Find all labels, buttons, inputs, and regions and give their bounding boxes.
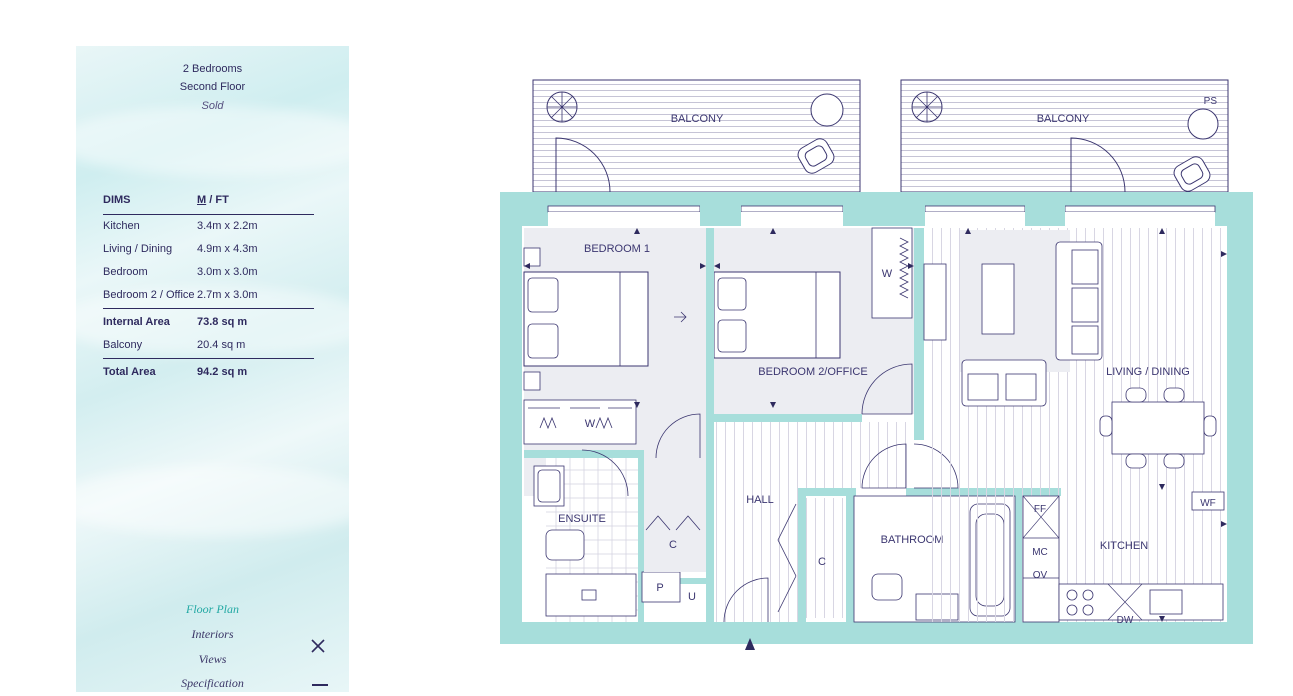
unit-toggle-separator: / [206,194,216,206]
unit-toggle-ft[interactable]: FT [215,194,229,206]
table-icon [810,93,844,127]
windows [547,205,1216,226]
toilet-icon [545,529,585,561]
room-value: 4.9m x 4.3m [197,243,258,255]
close-icon[interactable] [308,636,328,656]
ensuite: ENSUITE C [533,413,706,622]
floor-plan: BALCONY BALCONY PS [500,79,1253,650]
bedroom1-label: BEDROOM 1 [584,243,650,255]
bedroom2-label: BEDROOM 2/OFFICE [758,366,867,378]
dims-row: Kitchen 3.4m x 2.2m [103,216,314,238]
nav-interiors[interactable]: Interiors [191,627,234,641]
table-icon [1187,108,1219,140]
kitchen-label: KITCHEN [1100,540,1148,552]
room-value: 2.7m x 3.0m [197,289,258,301]
sink-icon [533,465,565,507]
total-area-label: Total Area [103,366,156,378]
dims-header: DIMS M / FT [103,190,314,212]
wardrobe2-label: W [882,268,893,280]
shower-icon [545,573,637,617]
nav-specification[interactable]: Specification [181,676,244,690]
dims-row: Living / Dining 4.9m x 4.3m [103,239,314,261]
ov-label: OV [1033,570,1048,581]
entrance-door-swing [723,577,769,623]
wardrobe1-label: W [585,418,596,430]
room-label: Living / Dining [103,243,173,255]
wave-decoration [56,106,376,176]
door-swing [861,443,907,489]
internal-area-row: Internal Area 73.8 sq m [103,312,314,334]
entrance-arrow-icon [745,638,755,650]
u-label: U [688,591,696,603]
total-area-row: Total Area 94.2 sq m [103,362,314,384]
living-label: LIVING / DINING [1106,366,1190,378]
bedroom-2-office: W BEDROOM 2/OFFICE [713,227,914,415]
lounge-chair-icon [1173,156,1211,192]
nav-floor-plan[interactable]: Floor Plan [186,602,239,616]
coffee-table-icon [981,263,1015,335]
kitchen-counter [1058,583,1224,621]
balcony-left: BALCONY [532,79,861,193]
wave-decoration [56,286,376,356]
cupboard-bed1-label: C [669,539,677,551]
balcony-door-swing [1070,137,1126,193]
unit-floor: Second Floor [179,81,246,93]
balcony-row: Balcony 20.4 sq m [103,335,314,357]
room-label: Kitchen [103,220,140,232]
internal-area-label: Internal Area [103,316,170,328]
wave-decoration [56,466,376,536]
divider [103,358,314,359]
balcony-value: 20.4 sq m [197,339,246,351]
sofa-icon [1055,241,1103,361]
balcony-right-label: BALCONY [1037,113,1090,125]
dining-table-icon [1111,401,1205,455]
room-label: Bedroom 2 / Office [103,289,195,301]
balcony-left-label: BALCONY [671,113,724,125]
balcony-door-swing [555,137,611,193]
unit-toggle-m[interactable]: M [197,194,207,206]
kitchen-sink-icon [1149,589,1183,615]
hall-label: HALL [746,494,774,506]
unit-bedrooms: 2 Bedrooms [182,63,243,75]
room-value: 3.0m x 3.0m [197,266,258,278]
ff-label: FF [1034,504,1046,515]
dims-header-label: DIMS [103,194,131,206]
internal-area-value: 73.8 sq m [197,316,248,328]
balcony-label: Balcony [103,339,143,351]
dims-row: Bedroom 2 / Office 2.7m x 3.0m [103,285,314,307]
armchair-icon [961,359,1047,407]
nav-views[interactable]: Views [198,652,227,666]
balcony-right: BALCONY PS [900,79,1229,193]
rug [960,230,1070,372]
ensuite-label: ENSUITE [558,513,606,525]
wf-label: WF [1200,498,1216,509]
lounge-chair-icon [797,138,835,174]
room-label: Bedroom [103,266,148,278]
dims-row: Bedroom 3.0m x 3.0m [103,262,314,284]
unit-info-panel: 2 Bedrooms Second Floor Sold DIMS M / FT… [56,46,376,692]
total-area-value: 94.2 sq m [197,366,248,378]
toilet-icon [871,573,903,601]
direction-markers [524,228,1227,650]
ps-label: PS [1204,96,1218,107]
unit-status: Sold [201,100,224,112]
divider [103,308,314,309]
room-value: 3.4m x 2.2m [197,220,258,232]
dw-label: DW [1117,615,1134,626]
minimize-icon[interactable] [312,684,328,686]
door-swing [861,363,913,415]
p-label: P [656,582,663,594]
living-dining-kitchen: LIVING / DINING FF MC OV DW WF KITCHEN [923,228,1227,626]
cupboard-hall-label: C [818,556,826,568]
hob-icon [1066,589,1078,601]
mc-label: MC [1032,547,1048,558]
divider [103,214,314,215]
unit-toggle[interactable]: M / FT [197,194,229,206]
wardrobe-icon [523,399,637,445]
